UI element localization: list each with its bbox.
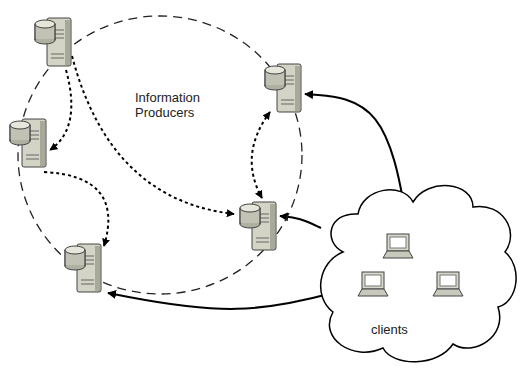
server-icon xyxy=(65,244,101,292)
server-icon xyxy=(35,18,71,66)
cloud-outline xyxy=(321,186,516,362)
laptop-icon xyxy=(433,272,463,296)
server-icon xyxy=(10,119,46,167)
producer-ring: Information Producers xyxy=(8,10,313,300)
client-arrow xyxy=(108,288,351,309)
server-icon xyxy=(240,202,276,250)
ring-outline xyxy=(8,10,313,300)
dashed-ring xyxy=(18,16,302,294)
laptop-icon xyxy=(358,272,388,296)
node-label: clients xyxy=(371,322,441,337)
laptop-icon xyxy=(383,234,413,258)
node-label: Information Producers xyxy=(135,90,227,120)
client-cloud: clients xyxy=(313,172,523,368)
dotted-arrow xyxy=(44,172,108,246)
server-icon xyxy=(265,64,301,112)
dotted-arrow xyxy=(252,112,270,198)
dotted-arrow xyxy=(50,70,71,150)
cloud-outline xyxy=(313,172,523,368)
